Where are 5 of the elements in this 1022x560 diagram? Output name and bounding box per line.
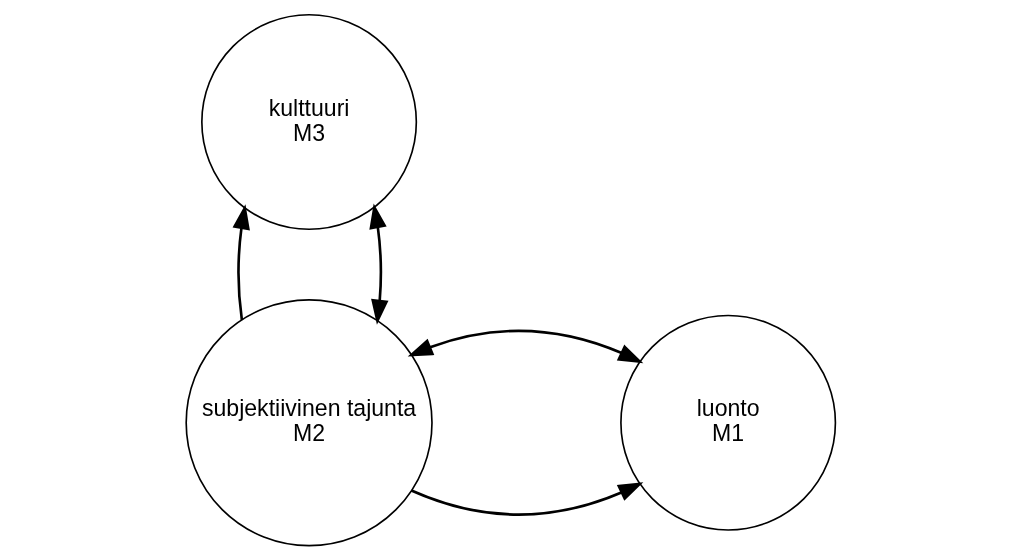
arrow — [232, 204, 250, 321]
node-circle: luonto M1 — [620, 314, 837, 531]
arrow — [410, 482, 644, 516]
arrow — [407, 329, 644, 364]
arrow — [369, 203, 389, 325]
